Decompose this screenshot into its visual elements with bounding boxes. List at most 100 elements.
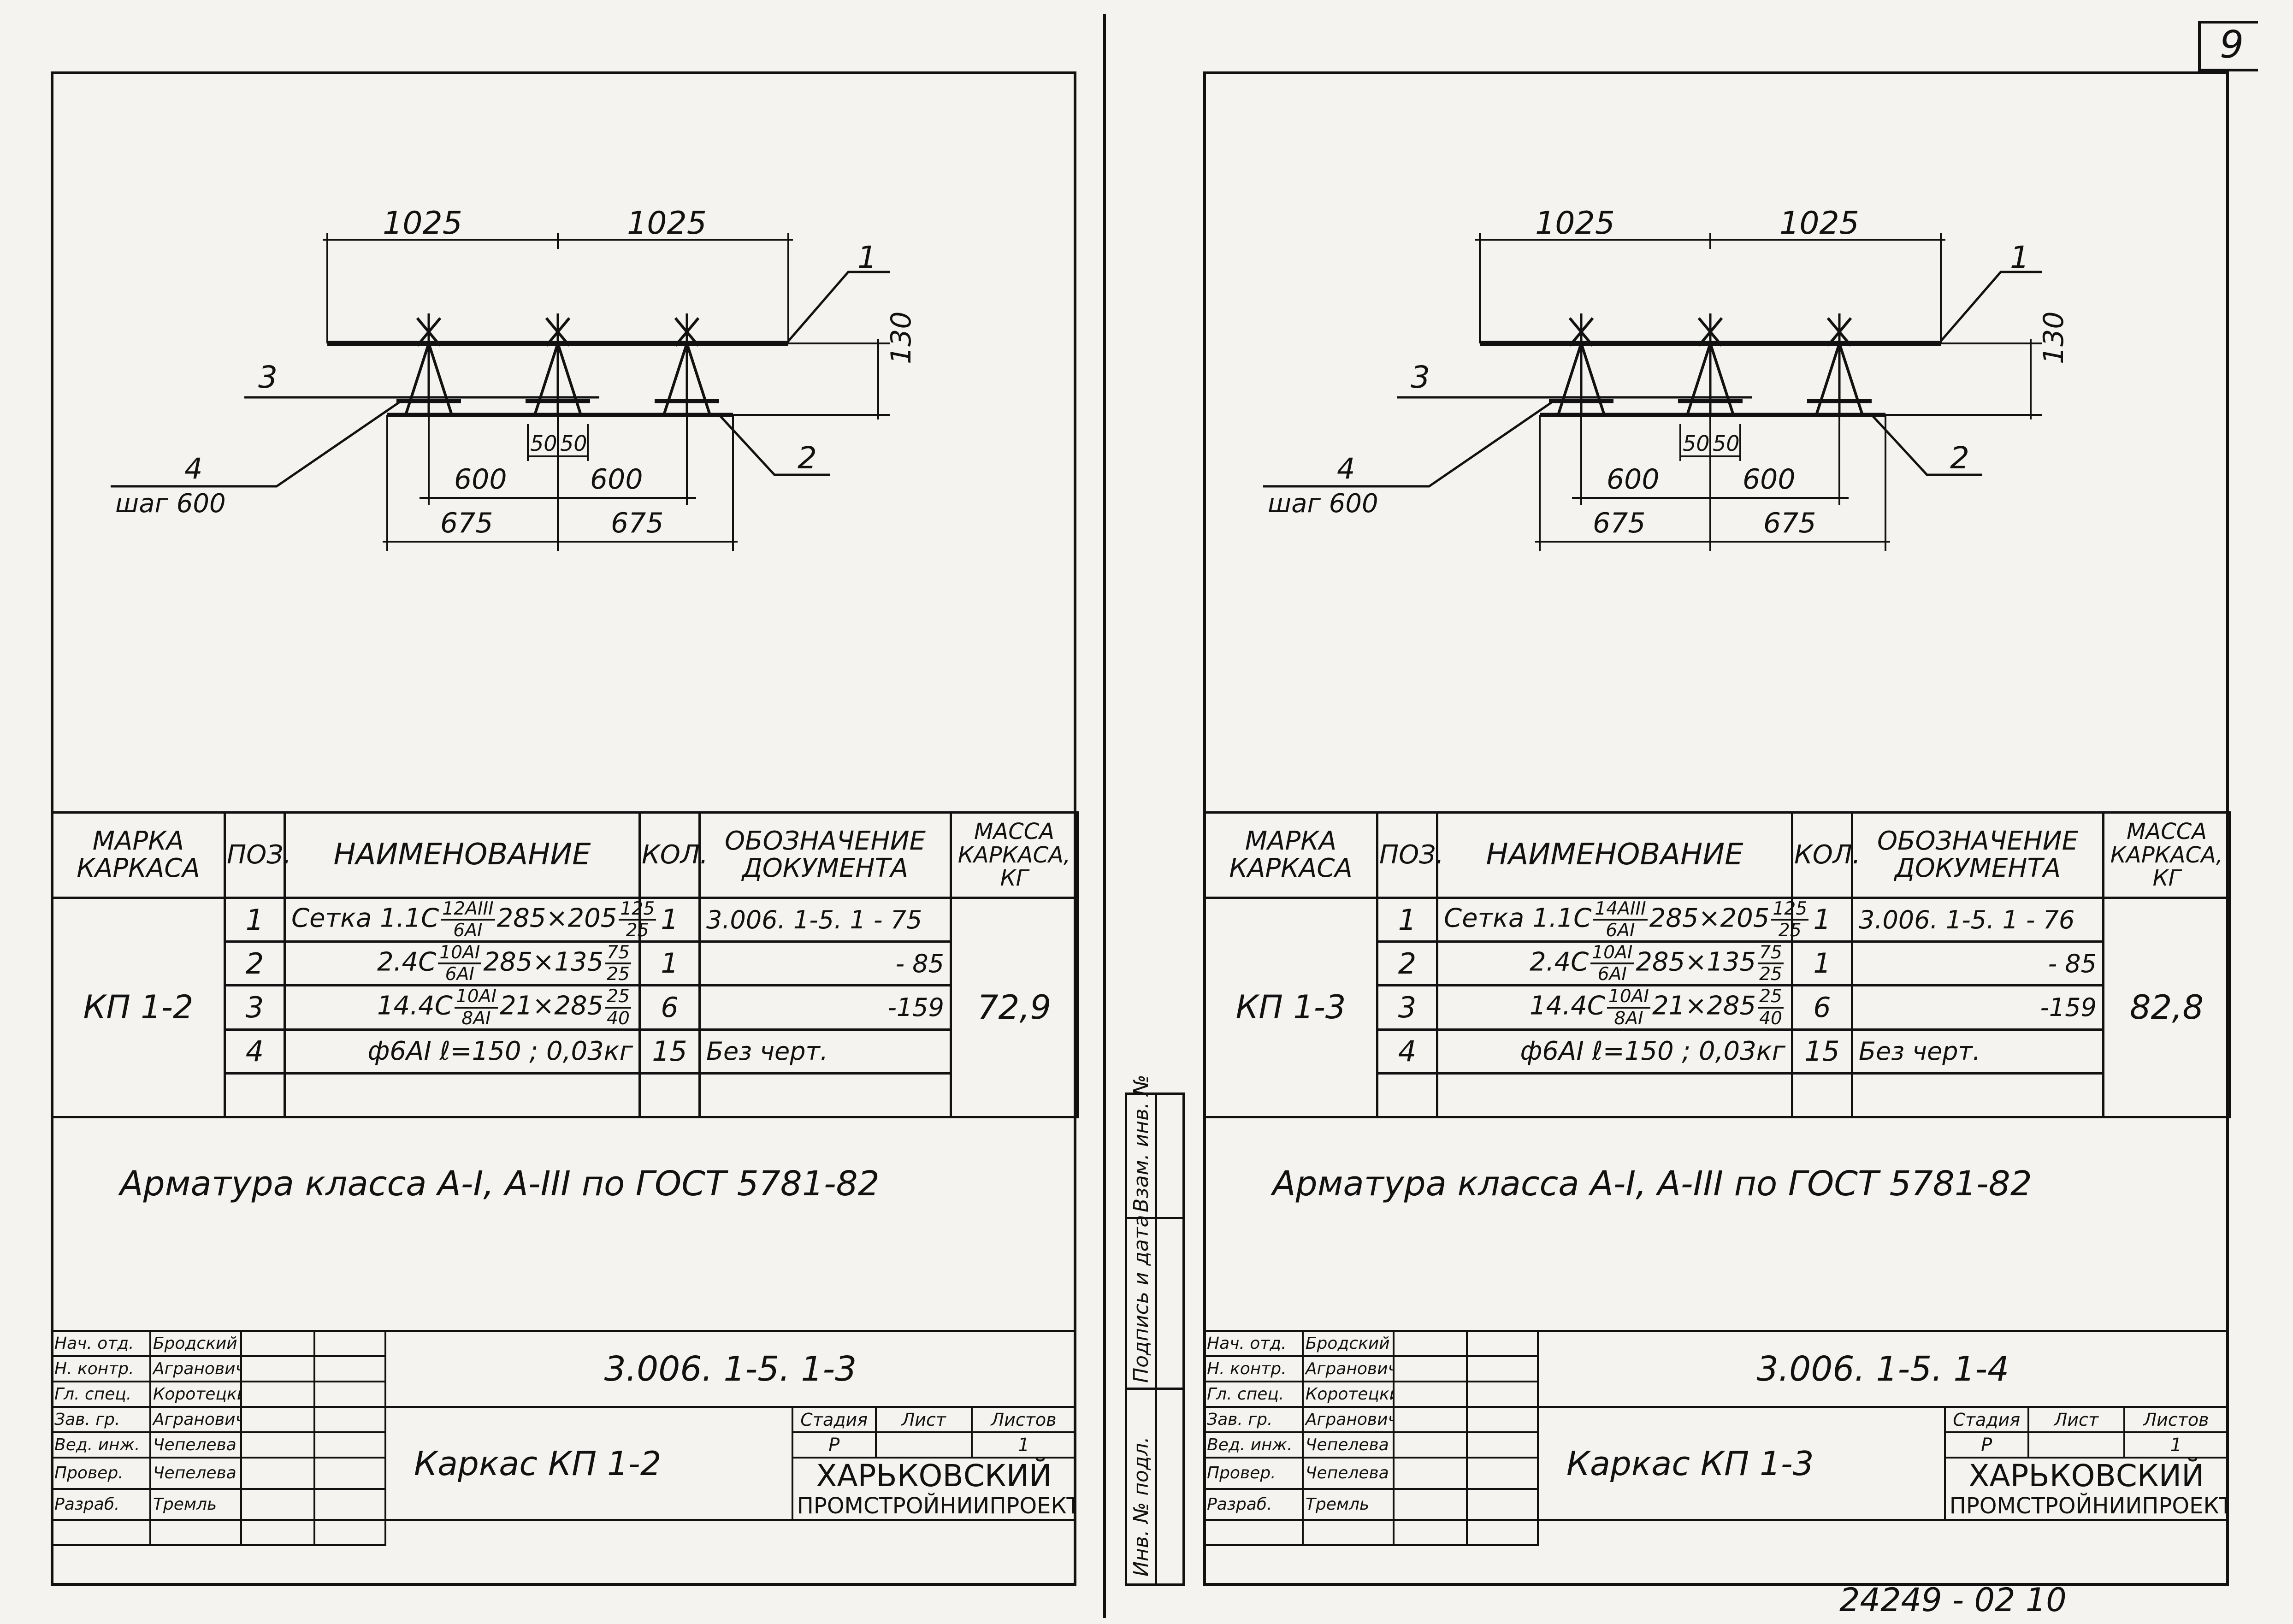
stamp-name: Тремль	[149, 1488, 242, 1521]
dim-bottom-left: 675	[1593, 507, 1646, 539]
cage-section-drawing	[111, 233, 890, 551]
stamp-name: Чепелева	[1301, 1457, 1395, 1490]
cell-mark: КП 1-2	[51, 897, 226, 1118]
stamp-name: Бродский	[149, 1330, 242, 1357]
dim-top-left: 1025	[1535, 205, 1615, 242]
stamp-role: Провер.	[1203, 1457, 1304, 1490]
archive-number: 24249 - 02 10	[1839, 1581, 2067, 1619]
specification-table: Марка каркаса Поз. Наименование Кол. Обо…	[51, 811, 1079, 1118]
stamp-signature	[1393, 1431, 1468, 1459]
cell-pos: 4	[1376, 1028, 1438, 1075]
stamp-signature	[1393, 1330, 1468, 1357]
stamp-role: Зав. гр.	[1203, 1406, 1304, 1433]
stamp-signature	[1393, 1406, 1468, 1433]
org-line-1: ХАРЬКОВСКИЙ	[1968, 1458, 2204, 1494]
stamp-date	[313, 1406, 386, 1433]
cell-doc: Без черт.	[1851, 1028, 2104, 1075]
stamp-role: Н. контр.	[1203, 1355, 1304, 1382]
stamp-role: Нач. отд.	[51, 1330, 151, 1357]
dim-small-b: 50	[1713, 431, 1740, 456]
dim-mid-left: 600	[454, 463, 507, 496]
col-header-mass: Масса каркаса, кг	[2102, 811, 2231, 899]
stamp-signature	[240, 1406, 316, 1433]
sheet-divider	[1103, 14, 1106, 1618]
stamp-row: Гл. спец.Коротецкий	[1203, 1381, 2228, 1408]
cell-doc: 3.006. 1-5. 1 - 75	[698, 896, 952, 943]
stamp-row: Н. контр.Агранович	[1203, 1355, 2228, 1382]
dim-small-a: 50	[530, 431, 557, 456]
stamp-row: Гл. спец.Коротецкий	[51, 1381, 1076, 1408]
org-line-1: ХАРЬКОВСКИЙ	[816, 1458, 1052, 1494]
cell-qty: 15	[638, 1028, 701, 1075]
cell-doc: 3.006. 1-5. 1 - 76	[1851, 896, 2104, 943]
stamp-role: Провер.	[51, 1457, 151, 1490]
org-line-2: ПРОМСТРОЙНИИПРОЕКТ	[1949, 1493, 2228, 1519]
dim-top-right: 1025	[1779, 205, 1860, 242]
cell-doc: - 85	[698, 940, 952, 987]
cell-pos: 2	[224, 940, 286, 987]
stamp-name: Коротецкий	[149, 1381, 242, 1408]
stage-value: Р	[791, 1431, 877, 1459]
cell-pos: 1	[1376, 896, 1438, 943]
stamp-name: Чепелева	[1301, 1431, 1395, 1459]
stamp-date	[1466, 1381, 1539, 1408]
callout-4-note: шаг 600	[1268, 489, 1378, 519]
stamp-signature	[1393, 1381, 1468, 1408]
callout-3: 3	[1411, 360, 1430, 395]
stamp-date	[313, 1431, 386, 1459]
cell-qty: 6	[1791, 984, 1853, 1031]
stamp-row-empty	[51, 1519, 1076, 1547]
cell-doc: - 85	[1851, 940, 2104, 987]
stamp-date	[1466, 1431, 1539, 1459]
dim-height: 130	[885, 311, 917, 364]
stage-label: Стадия	[1944, 1406, 2029, 1433]
side-label-inv: Инв. № подл.	[1129, 1436, 1153, 1577]
stamp-signature	[240, 1330, 316, 1357]
cell-pos: 2	[1376, 940, 1438, 987]
stamp-signature	[1393, 1457, 1468, 1490]
vertical-frames	[1549, 313, 1872, 415]
dim-top-left: 1025	[383, 205, 463, 242]
dim-bottom-left: 675	[440, 507, 493, 539]
stamp-row: Разраб.Тремль	[1203, 1488, 2228, 1521]
cell-doc: -159	[1851, 984, 2104, 1031]
cell-mark: КП 1-3	[1203, 897, 1378, 1118]
cell-doc: -159	[698, 984, 952, 1031]
callout-4: 4	[1337, 452, 1355, 485]
col-header-qty: Кол.	[638, 811, 708, 899]
doc-number: 3.006. 1-5. 1-4	[1537, 1330, 2229, 1408]
col-header-mark: Марка каркаса	[1203, 811, 1378, 899]
col-header-mark: Марка каркаса	[51, 811, 226, 899]
spec-row-empty	[52, 1072, 1078, 1118]
col-header-pos: Поз.	[224, 811, 291, 899]
cell-name: ф6АI ℓ=150 ; 0,03кг	[284, 1028, 641, 1075]
stamp-role: Зав. гр.	[51, 1406, 151, 1433]
stamp-signature	[240, 1488, 316, 1521]
dim-small-b: 50	[560, 431, 587, 456]
cell-pos: 3	[224, 984, 286, 1031]
stamp-row: Разраб.Тремль	[51, 1488, 1076, 1521]
sheets-label: Листов	[971, 1406, 1076, 1433]
stamp-date	[1466, 1330, 1539, 1357]
stamp-signature	[1393, 1355, 1468, 1382]
side-label-replace: Взам. инв. №	[1129, 1075, 1153, 1212]
callout-3: 3	[258, 360, 278, 395]
cell-qty: 1	[1791, 940, 1853, 987]
